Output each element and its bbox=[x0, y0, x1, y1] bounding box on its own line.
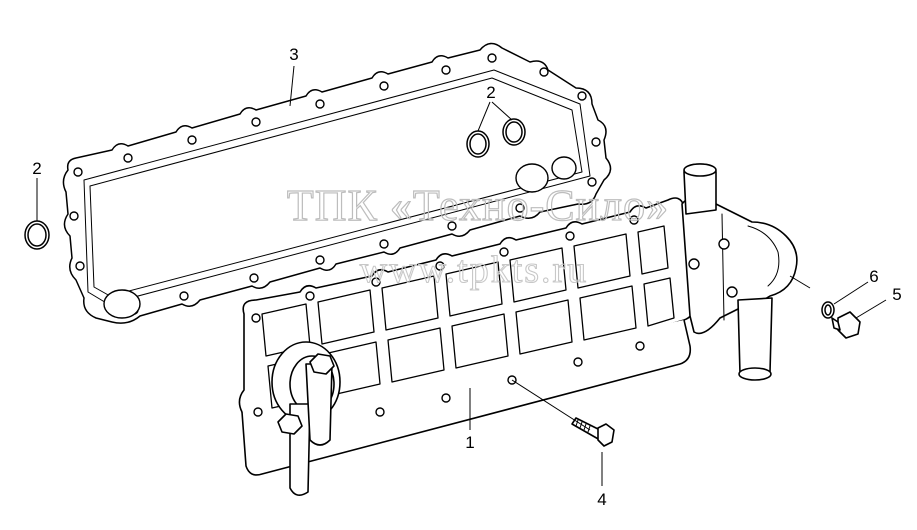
callout-2-left: 2 bbox=[32, 159, 41, 178]
right-bottom-pipe bbox=[737, 297, 773, 380]
watermark-line-1: ТПК «Техно-Сило» bbox=[287, 181, 669, 230]
cooler-bolt-holes bbox=[251, 215, 645, 433]
leader-lines bbox=[36, 65, 887, 486]
bolt-head bbox=[597, 423, 615, 447]
callout-4: 4 bbox=[597, 490, 606, 509]
callout-3: 3 bbox=[289, 45, 298, 64]
callout-6: 6 bbox=[869, 267, 878, 286]
watermark-line-2: www.tpkts.ru bbox=[360, 249, 588, 291]
left-nut-bottom bbox=[277, 413, 303, 435]
gasket-port-right-b bbox=[551, 156, 577, 180]
gasket-port-right-a bbox=[515, 163, 549, 193]
gasket-inner-outline bbox=[83, 69, 591, 305]
gasket-inner-outline-2 bbox=[89, 77, 583, 297]
plug-head bbox=[837, 311, 861, 339]
right-bottom-pipe-end bbox=[738, 367, 772, 381]
o-ring-left-inner bbox=[27, 223, 47, 247]
right-housing-detail bbox=[721, 213, 780, 321]
right-top-pipe-end bbox=[683, 163, 717, 177]
callout-2-top: 2 bbox=[486, 83, 495, 102]
housing-hole-b bbox=[718, 238, 730, 250]
plug-stem bbox=[831, 317, 841, 331]
o-ring-top-b-inner bbox=[505, 121, 523, 143]
housing-hole-a bbox=[688, 258, 700, 270]
washer-inner bbox=[824, 304, 832, 316]
oil-cooler-part-1 bbox=[238, 163, 798, 496]
gasket-bolt-holes bbox=[69, 53, 601, 315]
callout-5: 5 bbox=[892, 285, 901, 304]
gasket-port-left bbox=[103, 289, 141, 319]
callout-1: 1 bbox=[465, 433, 474, 452]
callouts: 3 2 2 1 4 5 6 bbox=[32, 45, 901, 509]
gasket-part-3 bbox=[62, 42, 612, 324]
watermark: ТПК «Техно-Сило» www.tpkts.ru bbox=[286, 180, 669, 291]
bolt-thread bbox=[575, 419, 591, 433]
washer-part-6 bbox=[821, 301, 835, 319]
left-nut-top bbox=[309, 353, 335, 375]
housing-hole-c bbox=[726, 286, 738, 298]
o-ring-top-a-inner bbox=[469, 133, 487, 155]
o-ring-top-b bbox=[502, 118, 526, 146]
washer-outer bbox=[821, 301, 835, 319]
left-upper-nozzle bbox=[305, 363, 333, 446]
plug-part-5 bbox=[831, 311, 861, 339]
gasket-outer-outline bbox=[62, 42, 612, 324]
